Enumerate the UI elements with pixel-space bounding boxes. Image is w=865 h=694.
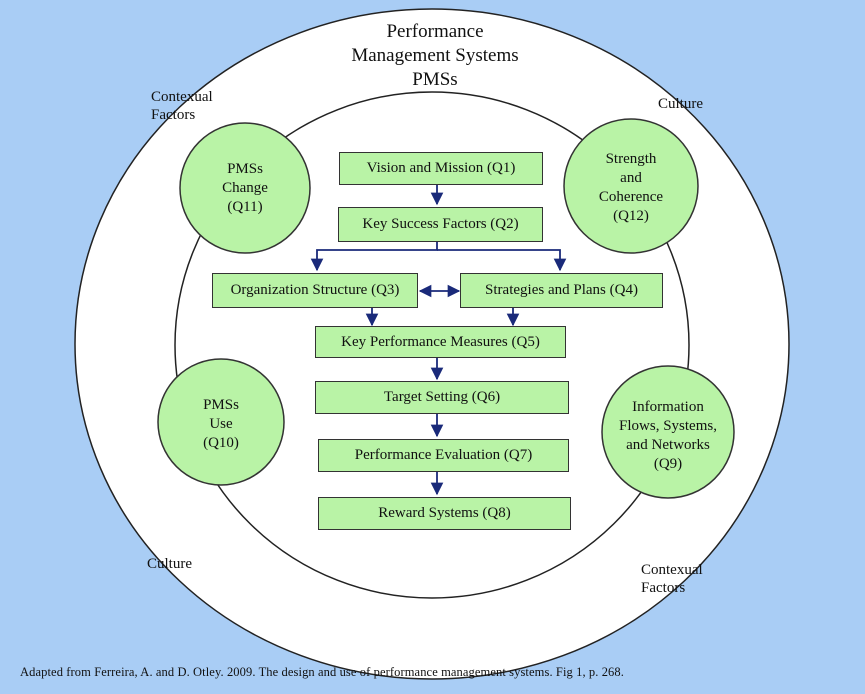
source-credit: Adapted from Ferreira, A. and D. Otley. …: [20, 665, 624, 679]
strength-coherence-circle: [563, 118, 699, 254]
box-organization-structure: Organization Structure (Q3): [212, 273, 418, 308]
box-target-setting: Target Setting (Q6): [315, 381, 569, 414]
pmss-change-circle: [179, 122, 311, 254]
pmss-change-text: PMSs Change (Q11): [222, 161, 268, 215]
contextual-factors-label-bottom: Contexual Factors: [641, 562, 703, 596]
culture-label-top: Culture: [658, 96, 703, 112]
box-key-success-factors: Key Success Factors (Q2): [338, 207, 543, 242]
box-strategies-plans: Strategies and Plans (Q4): [460, 273, 663, 308]
contextual-factors-label-top: Contexual Factors: [151, 89, 213, 123]
culture-label-bottom: Culture: [147, 556, 192, 572]
arrow-q2-q4: [437, 249, 567, 272]
box-performance-evaluation: Performance Evaluation (Q7): [318, 439, 569, 472]
diagram-title: Performance Management Systems PMSs: [351, 21, 519, 90]
box-vision-mission: Vision and Mission (Q1): [339, 152, 543, 185]
strength-coherence-text: Strength and Coherence (Q12): [598, 151, 664, 224]
pmss-use-circle: [157, 358, 285, 486]
box-reward-systems: Reward Systems (Q8): [318, 497, 571, 530]
box-key-performance-measures: Key Performance Measures (Q5): [315, 326, 566, 358]
information-flows-text: Information Flows, Systems, and Networks…: [619, 399, 717, 472]
information-flows-circle: [601, 365, 735, 499]
pmss-use-text: PMSs Use (Q10): [203, 397, 239, 451]
arrow-q2-split: [310, 242, 438, 272]
